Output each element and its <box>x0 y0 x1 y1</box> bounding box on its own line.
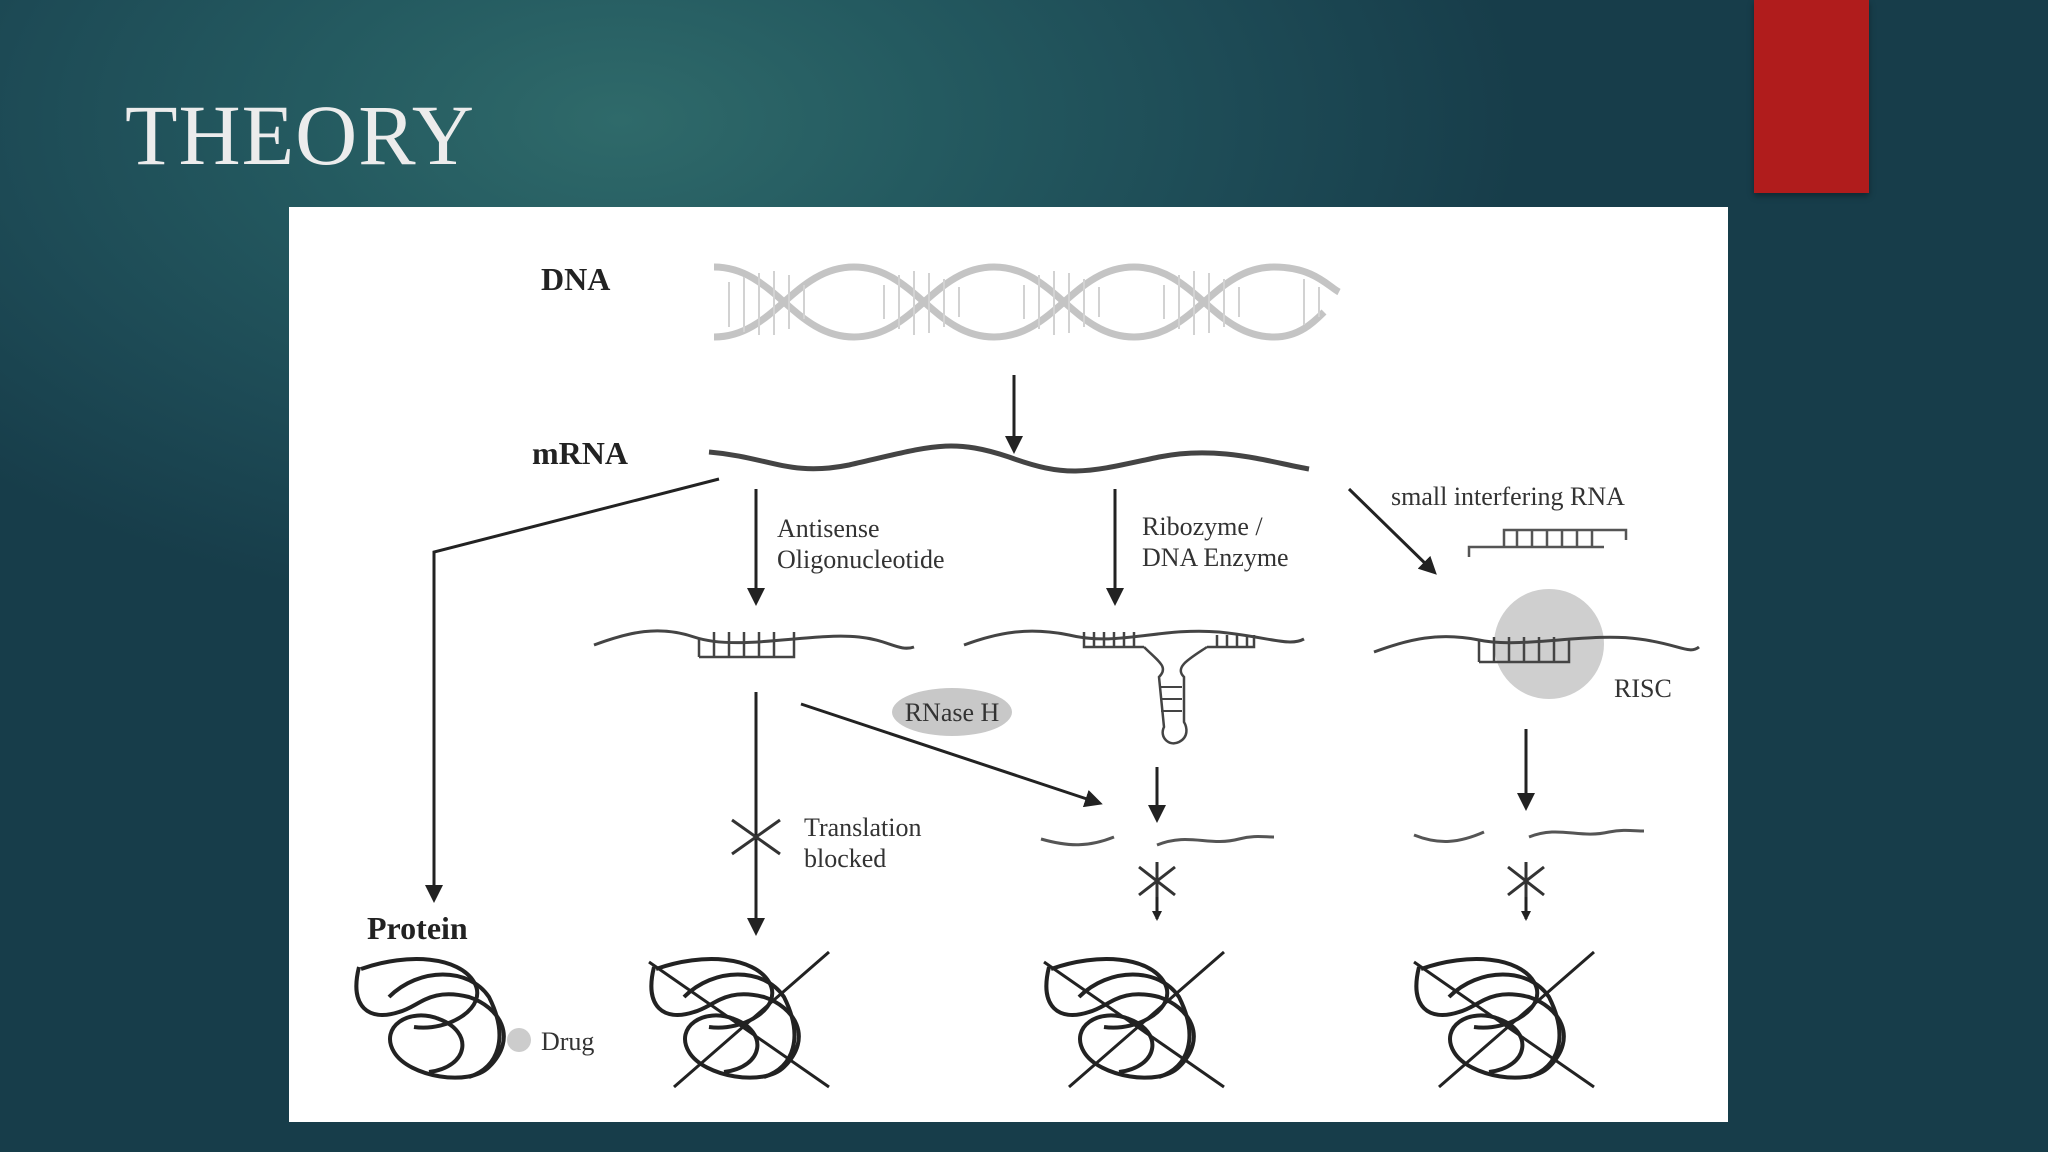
protein-crossed-risc <box>1413 950 1595 1089</box>
protein-crossed-ribozyme <box>1043 950 1225 1089</box>
mrna-strand <box>708 443 1310 474</box>
ribozyme-label-line1: Ribozyme / <box>1142 512 1263 541</box>
drug-dot <box>507 1028 531 1052</box>
antisense-duplex <box>593 629 915 659</box>
sirna-arrow <box>1347 487 1437 575</box>
risc-label: RISC <box>1614 674 1672 703</box>
dna-helix <box>713 263 1341 341</box>
risc-circle <box>1494 589 1604 699</box>
rnase-h-ellipse <box>892 688 1012 736</box>
antisense-label-line2: Oligonucleotide <box>777 545 945 574</box>
translation-label-line1: Translation <box>804 813 922 842</box>
mrna-label: mRNA <box>532 435 628 471</box>
diagram-figure: DNA mRNA <box>289 207 1728 1122</box>
cleaved-fragments-risc <box>1413 828 1645 843</box>
protein-label: Protein <box>367 910 468 946</box>
dna-label: DNA <box>541 261 610 297</box>
translation-label-line2: blocked <box>804 844 886 873</box>
diagram-svg: DNA mRNA <box>354 261 1700 1089</box>
cleaved-fragments-ribozyme <box>1040 835 1275 847</box>
protein-tangle <box>354 957 506 1080</box>
rnase-h-arrow <box>800 702 1103 808</box>
ribozyme-complex <box>963 629 1305 745</box>
ribozyme-label-line2: DNA Enzyme <box>1142 543 1289 572</box>
rnase-h-label: RNase H <box>905 698 1000 727</box>
antisense-label-line1: Antisense <box>777 514 880 543</box>
drug-label: Drug <box>541 1027 594 1056</box>
risc-complex <box>1373 635 1700 664</box>
sirna-label: small interfering RNA <box>1391 482 1625 511</box>
mrna-to-protein-arrow <box>425 477 720 903</box>
sirna-duplex <box>1467 528 1628 557</box>
accent-bar <box>1754 0 1869 193</box>
block-x-mark <box>731 818 781 856</box>
slide-title: THEORY <box>125 87 475 183</box>
protein-crossed-antisense <box>648 950 830 1089</box>
